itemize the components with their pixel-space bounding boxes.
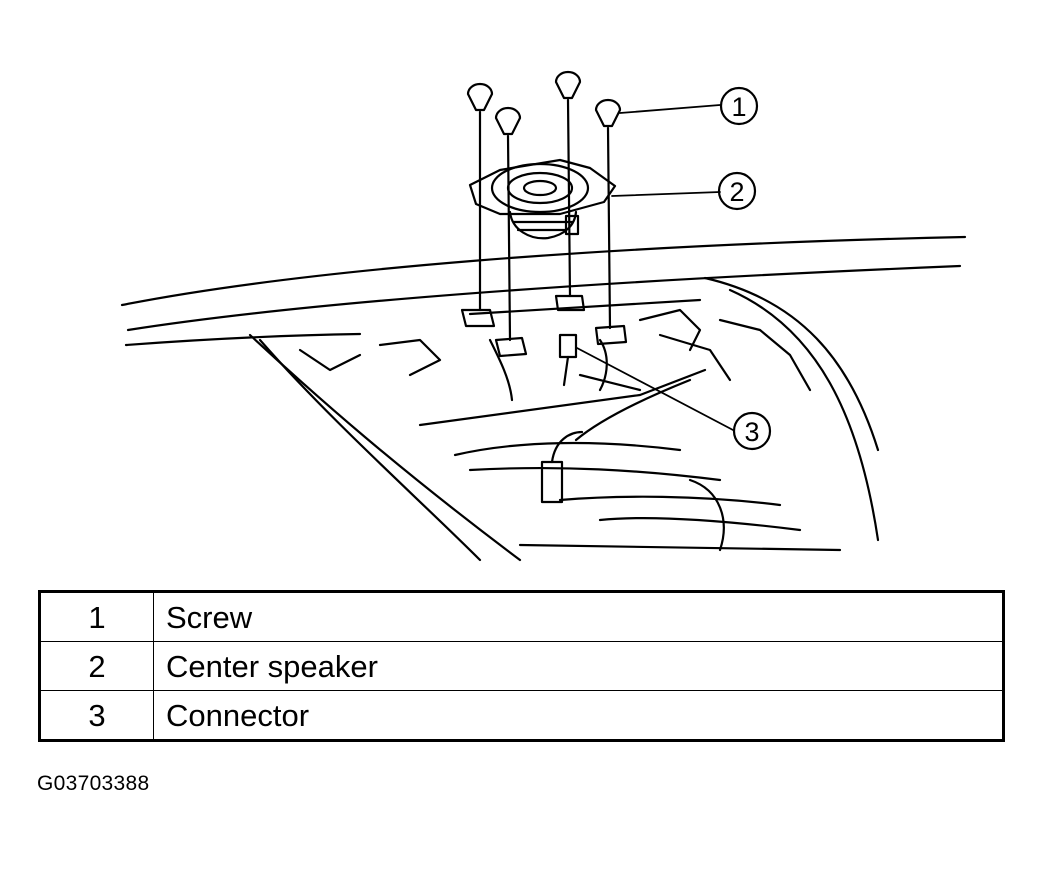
legend-number: 1 [39,591,154,642]
callout-3-label: 3 [744,417,759,447]
legend-label: Connector [153,690,1004,741]
legend-number: 2 [39,641,154,691]
table-row: 1 Screw [39,591,1004,642]
speaker-installation-diagram: 1 2 3 [120,70,967,562]
legend-label: Screw [153,591,1004,642]
figure-id: G03703388 [37,772,150,795]
callout-2-label: 2 [729,177,744,207]
callout-circles [717,86,772,451]
callout-1-label: 1 [731,92,746,122]
legend-number: 3 [39,690,154,741]
connector [540,333,692,504]
leader-lines [576,104,734,431]
mounting-brackets [460,294,628,358]
parts-legend-table: 1 Screw 2 Center speaker 3 Connector [38,590,1005,742]
screws [466,70,622,342]
table-row: 3 Connector [39,690,1004,741]
dashboard-panel [120,235,967,562]
center-speaker [468,158,617,240]
legend-label: Center speaker [153,641,1004,691]
table-row: 2 Center speaker [39,641,1004,691]
